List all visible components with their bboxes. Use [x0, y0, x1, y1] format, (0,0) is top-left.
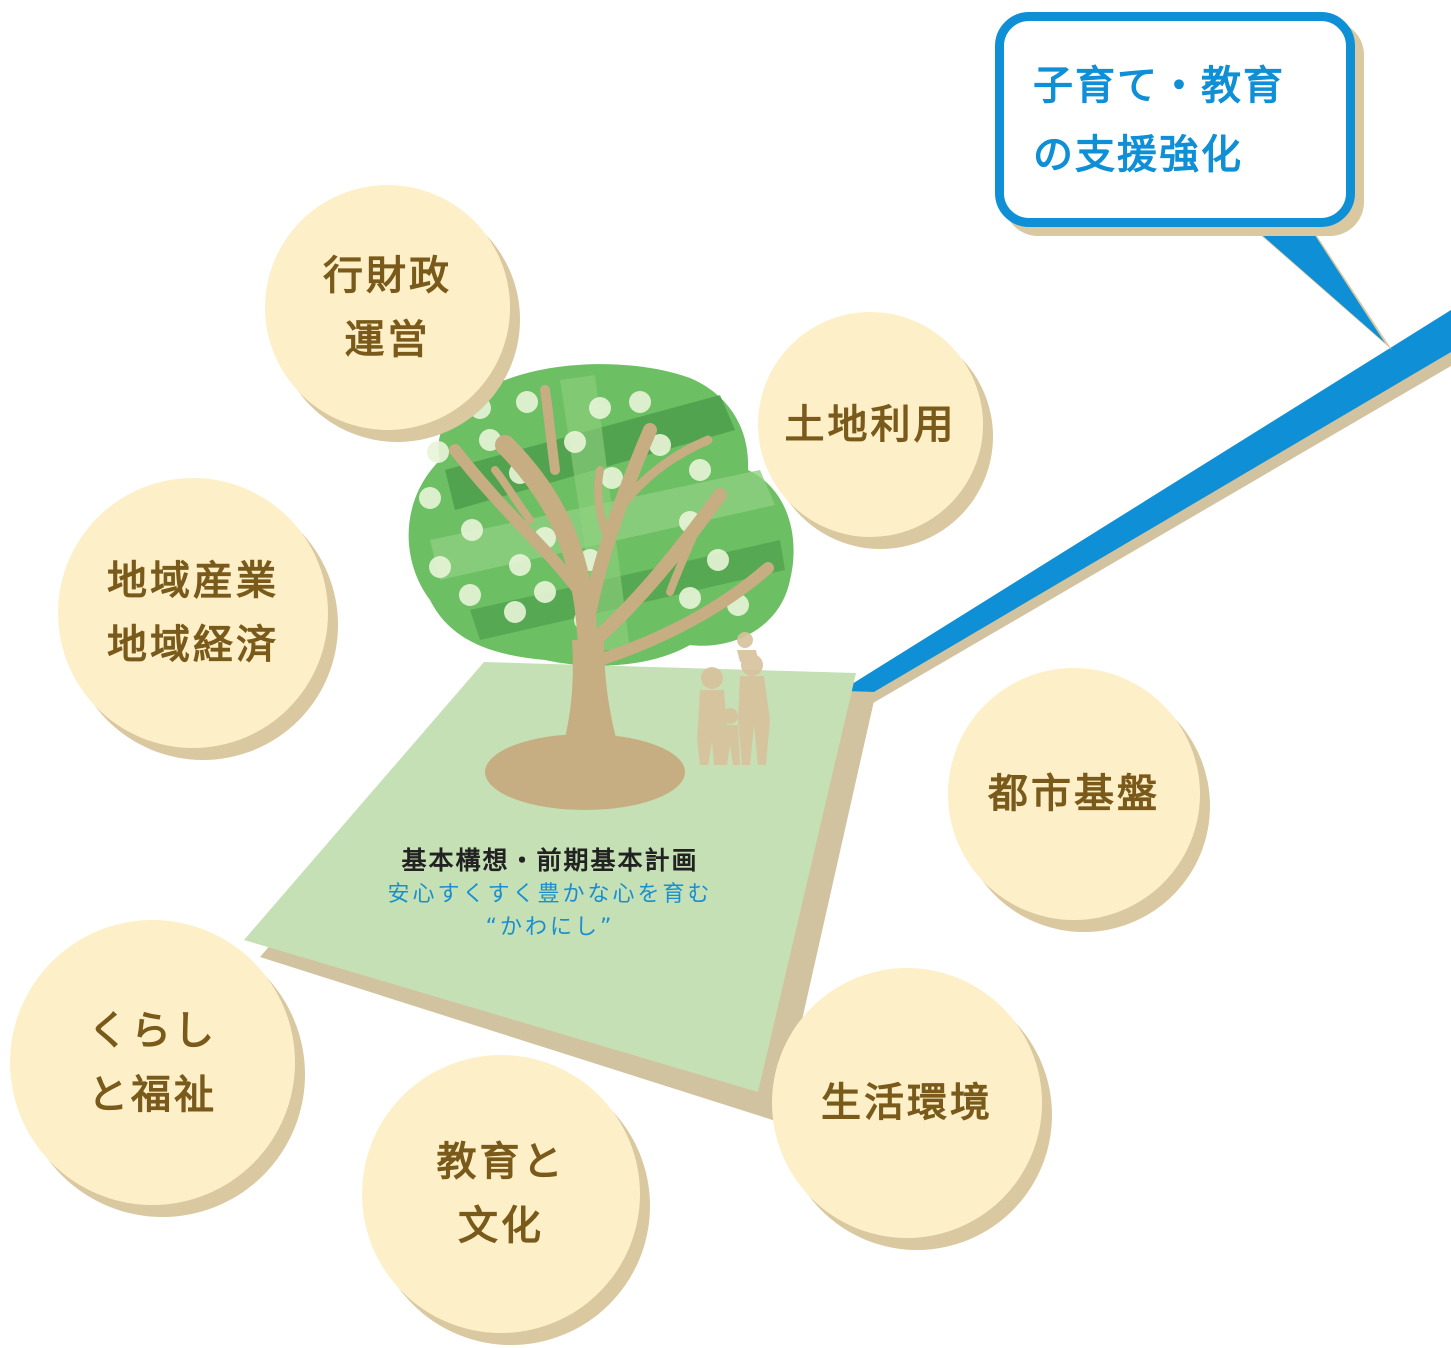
- topic-bubble-land-use: 土地利用: [758, 312, 983, 537]
- topic-bubble-regional-economy: 地域産業 地域経済: [58, 478, 328, 748]
- plan-title: 基本構想・前期基本計画: [401, 846, 699, 875]
- topic-label: 生活環境: [821, 1080, 993, 1126]
- topic-label: 教育と 文化: [436, 1139, 566, 1249]
- plan-slogan: 安心すくすく豊かな心を育む: [387, 882, 713, 907]
- callout-box: [995, 12, 1355, 227]
- topic-bubble-urban-infrastructure: 都市基盤: [948, 668, 1200, 920]
- callout-tail: [1222, 200, 1392, 350]
- plan-caption: 基本構想・前期基本計画 安心すくすく豊かな心を育む “かわにし”: [330, 843, 770, 944]
- topic-bubble-living-environment: 生活環境: [772, 968, 1042, 1238]
- callout-text: 子育て・教育 の支援強化: [1033, 63, 1285, 178]
- topic-bubble-administration: 行財政 運営: [265, 185, 510, 430]
- ground-plane: [244, 662, 876, 1122]
- topic-label: 行財政 運営: [323, 252, 452, 363]
- plan-name: “かわにし”: [485, 915, 615, 940]
- topic-bubble-living-welfare: くらし と福祉: [10, 920, 295, 1205]
- topic-label: 土地利用: [784, 401, 957, 448]
- topic-bubble-education-culture: 教育と 文化: [362, 1055, 640, 1333]
- topic-label: 都市基盤: [988, 771, 1160, 817]
- pointer-stripe: [836, 310, 1451, 720]
- tree-icon: [408, 364, 794, 810]
- family-silhouette-icon: [697, 632, 770, 765]
- topic-label: 地域産業 地域経済: [107, 558, 279, 668]
- topic-label: くらし と福祉: [88, 1007, 217, 1118]
